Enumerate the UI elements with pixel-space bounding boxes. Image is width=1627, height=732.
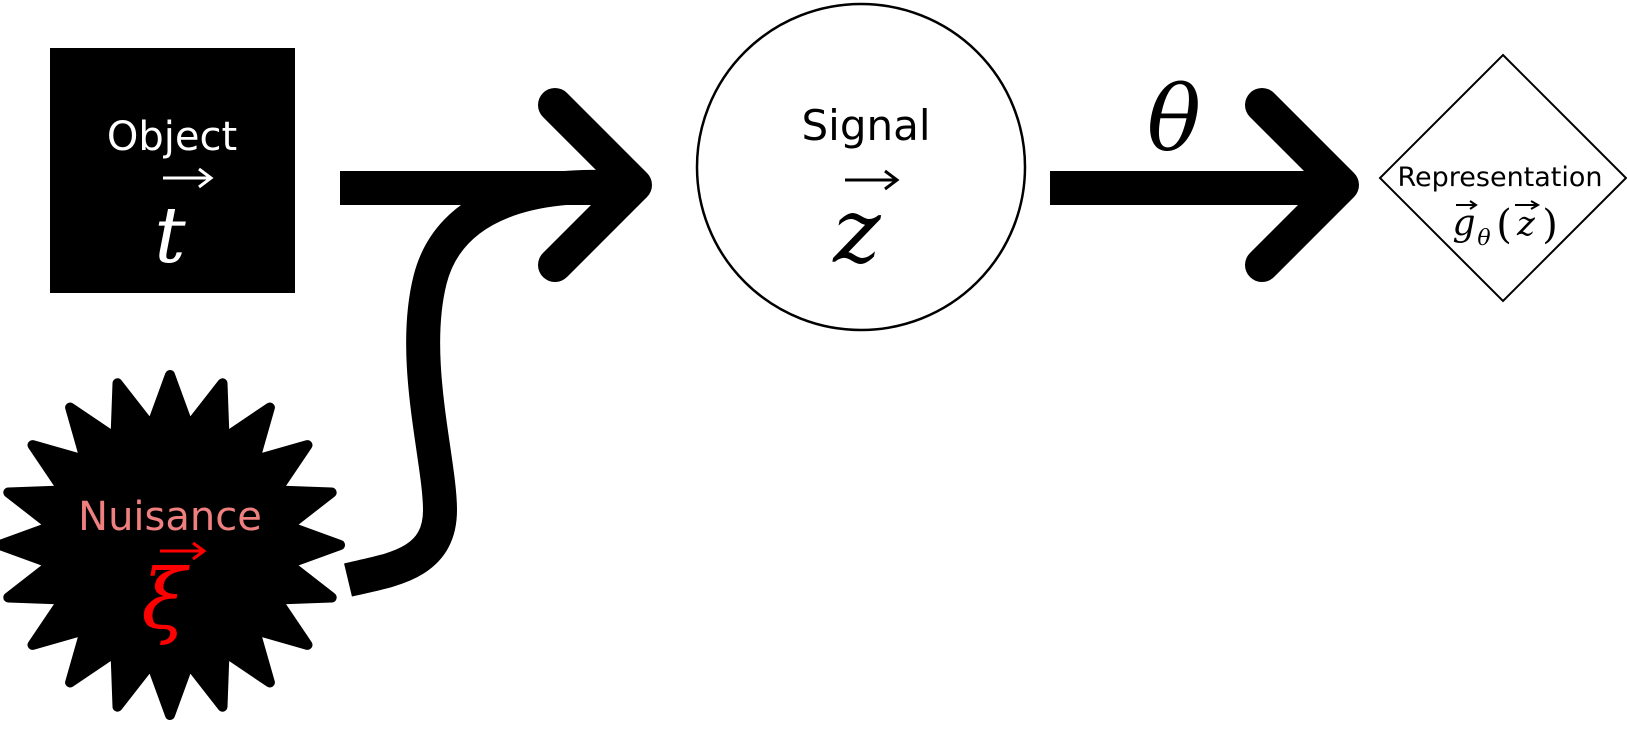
theta-label: θ bbox=[1147, 67, 1201, 172]
nuisance-label: Nuisance bbox=[78, 494, 262, 540]
object-vector-arrow-icon bbox=[163, 167, 214, 189]
theta-arrowhead-icon bbox=[1245, 88, 1359, 282]
representation-symbol-z: z bbox=[1516, 204, 1536, 244]
representation-symbol-g: g bbox=[1452, 203, 1475, 244]
representation-label: Representation bbox=[1397, 162, 1602, 193]
signal-vector-arrow-icon bbox=[845, 169, 900, 191]
representation-close-paren: ) bbox=[1542, 202, 1558, 248]
merge-arrowhead-icon bbox=[538, 88, 652, 282]
object-symbol: t bbox=[154, 191, 186, 281]
object-box bbox=[50, 48, 295, 293]
representation-g-vector-arrow-icon bbox=[1456, 200, 1478, 210]
nuisance-arrow-path bbox=[344, 169, 622, 597]
representation-formula: g θ ( z ) bbox=[1452, 200, 1558, 251]
representation-open-paren: ( bbox=[1496, 202, 1512, 248]
nuisance-symbol: ξ bbox=[141, 553, 190, 648]
object-label: Object bbox=[107, 114, 237, 160]
signal-circle bbox=[695, 2, 1027, 332]
signal-label: Signal bbox=[801, 101, 930, 150]
nuisance-node: Nuisance ξ bbox=[0, 370, 345, 720]
representation-z-vector-arrow-icon bbox=[1515, 200, 1541, 210]
signal-node: Signal z bbox=[695, 2, 1027, 332]
nuisance-starburst bbox=[0, 370, 345, 720]
signal-symbol: z bbox=[832, 179, 881, 284]
representation-subscript: θ bbox=[1477, 226, 1490, 251]
representation-diamond bbox=[1378, 53, 1627, 303]
theta-arrow: θ bbox=[1050, 67, 1359, 282]
representation-node: Representation g θ ( z ) bbox=[1378, 53, 1627, 303]
nuisance-vector-arrow-icon bbox=[160, 541, 207, 561]
object-node: Object t bbox=[50, 48, 295, 293]
